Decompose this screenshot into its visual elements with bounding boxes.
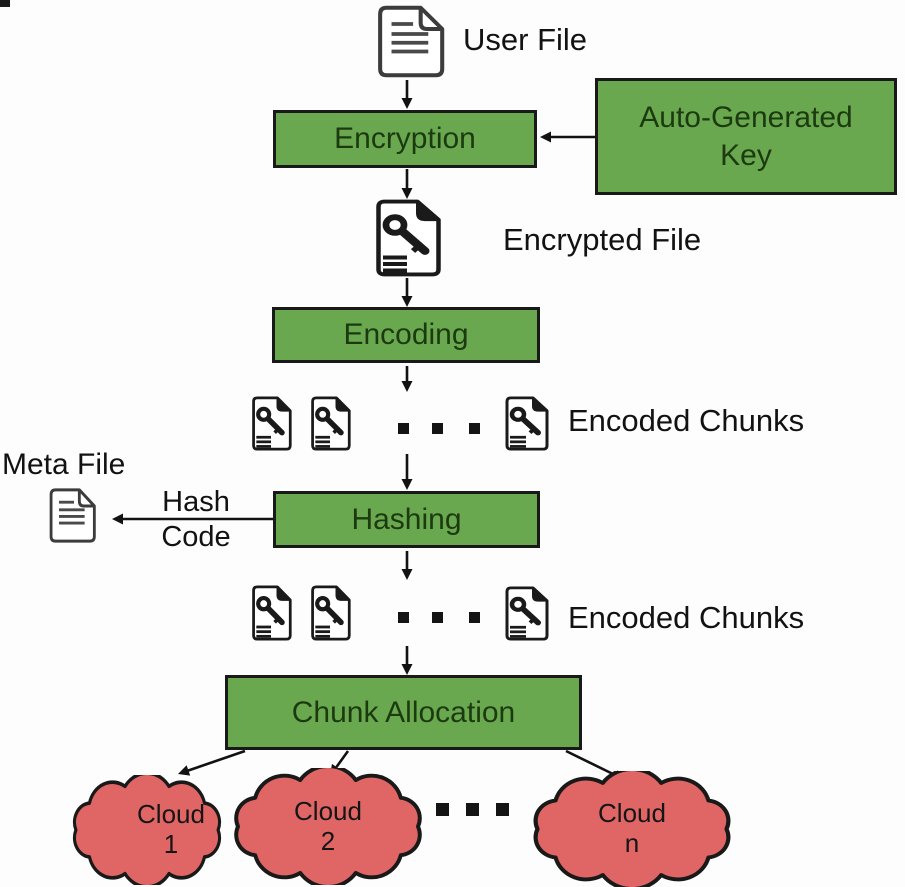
scan-artifact [0,0,10,7]
ellipsis-dots [469,423,480,434]
cloud-1-label: Cloud 1 [137,799,205,859]
encrypted-file-icon [371,199,443,277]
meta-file-label: Meta File [2,448,126,481]
arrow-encryption-to-encrypted-file [401,169,413,199]
encoded-chunk-icon [249,585,293,641]
meta-file-icon [44,487,97,544]
encryption-box: Encryption [273,110,537,168]
arrow-chunks-to-hashing [401,454,413,490]
encoded-chunk-icon [308,585,352,641]
encoded-chunks-top-label: Encoded Chunks [568,403,805,438]
hash-code-label-line1: Hash [162,486,230,518]
encryption-label: Encryption [334,122,476,156]
hashing-box: Hashing [273,491,540,548]
arrow-hashing-to-chunks [401,551,413,580]
arrow-encoding-to-chunks [401,366,413,392]
user-file-icon [370,4,446,79]
auto-generated-key-box: Auto-Generated Key [595,78,897,195]
cloud-2-label: Cloud 2 [294,795,362,856]
user-file-label: User File [463,22,588,57]
ellipsis-dots [398,612,409,623]
encoded-chunks-bottom-label: Encoded Chunks [568,600,805,635]
ellipsis-dots [436,803,449,816]
arrow-encrypted-file-to-encoding [401,278,413,307]
ellipsis-dots [398,423,409,434]
hashing-label: Hashing [351,502,462,536]
chunk-allocation-label: Chunk Allocation [291,695,516,729]
arrow-chunks-to-chunk-allocation [401,646,413,675]
ellipsis-dots [466,803,479,816]
cloud-n-node: Cloud n [527,771,737,887]
encoding-box: Encoding [272,307,540,363]
ellipsis-dots [432,423,443,434]
arrow-hashing-to-meta-file [112,513,273,525]
encoded-chunk-icon [502,396,550,451]
encoded-chunk-icon [249,396,293,451]
cloud-2-node: Cloud 2 [228,768,428,885]
ellipsis-dots [469,612,480,623]
auto-generated-key-label: Auto-Generated Key [639,101,853,172]
arrow-key-to-encryption [540,131,595,143]
ellipsis-dots [432,612,443,623]
hash-code-label-line2: Code [161,521,231,553]
encrypted-file-label: Encrypted File [503,222,702,257]
arrow-chunk-allocation-to-cloud-1 [178,749,246,776]
encoded-chunk-icon [308,396,352,451]
encoding-label: Encoding [343,318,469,352]
chunk-allocation-box: Chunk Allocation [225,675,582,750]
ellipsis-dots [496,803,509,816]
cloud-1-node: Cloud 1 [68,775,226,885]
cloud-n-label: Cloud n [598,798,666,858]
arrow-user-file-to-encryption [401,80,413,109]
encoded-chunk-icon [502,586,550,641]
